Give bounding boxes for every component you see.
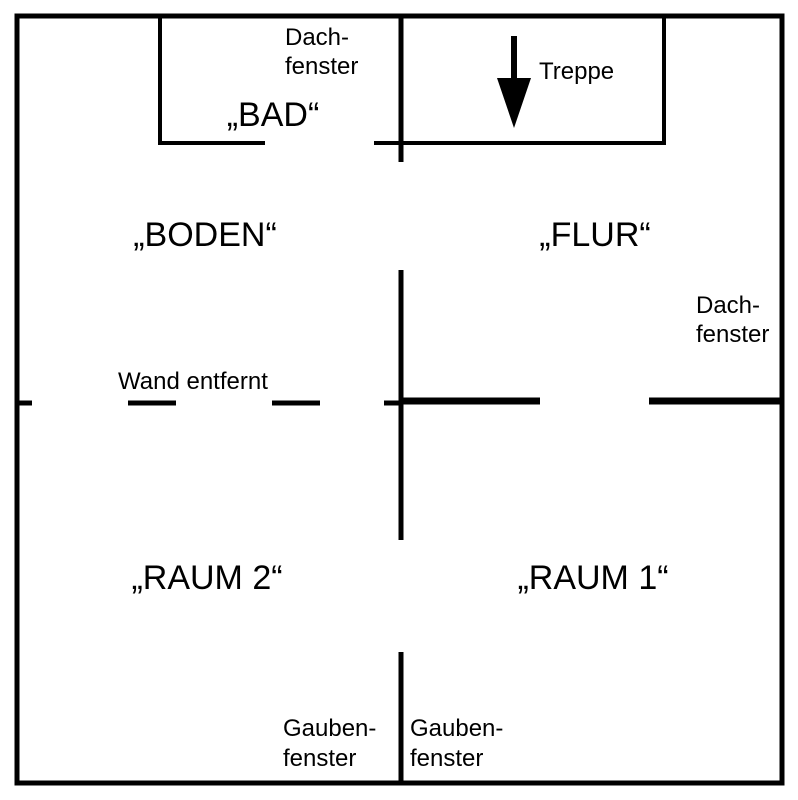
skylight-top-label-line1: Dach- xyxy=(285,24,349,51)
removed-wall-label: Wand entfernt xyxy=(118,368,268,395)
skylight-top-label-line2: fenster xyxy=(285,53,358,80)
room-label-boden: „BODEN“ xyxy=(133,216,277,254)
bathroom-walls xyxy=(158,16,403,145)
room-label-bad: „BAD“ xyxy=(227,96,320,134)
skylight-right-label-line2: fenster xyxy=(696,321,769,348)
room-label-flur: „FLUR“ xyxy=(539,216,650,254)
stair-walls xyxy=(401,16,666,145)
room-label-raum1: „RAUM 1“ xyxy=(517,559,668,597)
dormer-window-left-label-line1: Gauben- xyxy=(283,715,376,742)
room-label-raum2: „RAUM 2“ xyxy=(131,559,282,597)
dormer-window-right-label-line1: Gauben- xyxy=(410,715,503,742)
skylight-right-label-line1: Dach- xyxy=(696,292,760,319)
dormer-window-right-label-line2: fenster xyxy=(410,745,483,772)
dormer-window-left-label-line2: fenster xyxy=(283,745,356,772)
stairs-label: Treppe xyxy=(539,58,614,85)
arrow-down-icon xyxy=(497,36,531,128)
